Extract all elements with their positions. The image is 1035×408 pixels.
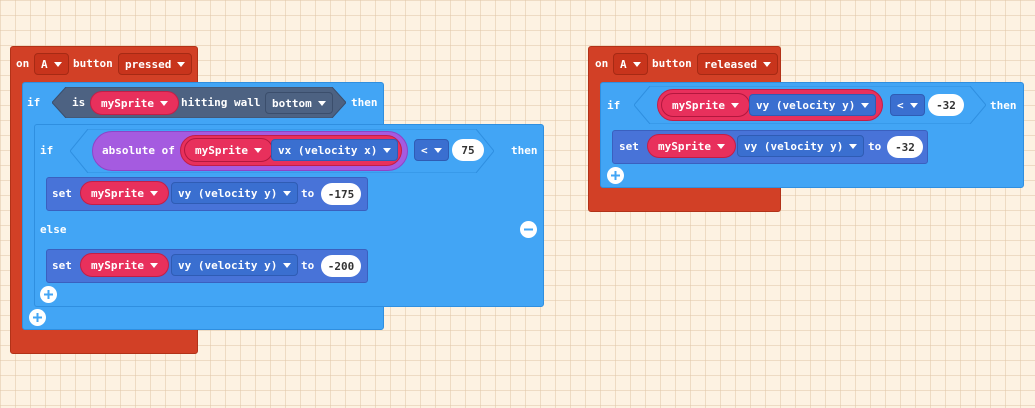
plus-icon[interactable] — [40, 286, 57, 303]
dropdown-caret-icon — [317, 100, 326, 106]
to-keyword: to — [868, 140, 882, 153]
to-keyword: to — [301, 187, 315, 200]
compare-value-input[interactable]: -32 — [928, 94, 964, 116]
event-action-value: pressed — [125, 57, 172, 71]
then-keyword-inner: then — [511, 144, 538, 157]
dropdown-caret-icon — [149, 262, 158, 268]
dropdown-caret-icon — [909, 102, 918, 108]
dropdown-caret-icon — [762, 61, 771, 67]
sprite-variable-pill[interactable]: mySprite — [80, 253, 169, 277]
velocity-property-value: vy (velocity y) — [178, 258, 278, 272]
plus-icon[interactable] — [607, 167, 624, 184]
event-action-value: released — [704, 57, 757, 71]
dropdown-caret-icon — [861, 102, 870, 108]
set-keyword: set — [52, 259, 72, 272]
set-keyword: set — [619, 140, 639, 153]
event-on-label: on — [16, 57, 30, 70]
velocity-property-value: vy (velocity y) — [756, 98, 856, 112]
if-keyword-outer: if — [27, 96, 41, 109]
event-button-label: button — [73, 57, 113, 70]
event-button-dropdown[interactable]: A — [34, 53, 69, 75]
sprite-name: mySprite — [672, 98, 725, 112]
velocity-property-value: vx (velocity x) — [278, 143, 378, 157]
dropdown-caret-icon — [283, 190, 292, 196]
dropdown-caret-icon — [149, 190, 158, 196]
dropdown-caret-icon — [177, 61, 186, 67]
dropdown-caret-icon — [632, 61, 641, 67]
minus-icon[interactable] — [520, 221, 537, 238]
dropdown-caret-icon — [159, 100, 168, 106]
sprite-variable-pill[interactable]: mySprite — [184, 138, 273, 162]
event-button-dropdown[interactable]: A — [613, 53, 648, 75]
set-value-input[interactable]: -175 — [321, 183, 361, 205]
event-button-label: button — [652, 57, 692, 70]
sprite-name: mySprite — [101, 96, 154, 110]
set-keyword: set — [52, 187, 72, 200]
is-keyword: is — [72, 96, 86, 109]
event-button-value: A — [41, 57, 48, 71]
then-keyword-right: then — [990, 99, 1017, 112]
comparison-operator-value: < — [421, 143, 428, 157]
absolute-of-label: absolute of — [102, 144, 175, 157]
sprite-variable-pill[interactable]: mySprite — [90, 91, 179, 115]
dropdown-caret-icon — [849, 143, 858, 149]
event-button-value: A — [620, 57, 627, 71]
dropdown-caret-icon — [716, 143, 725, 149]
velocity-property-dropdown[interactable]: vy (velocity y) — [171, 182, 299, 204]
compare-value-input[interactable]: 75 — [452, 139, 484, 161]
sprite-name: mySprite — [195, 143, 248, 157]
dropdown-caret-icon — [730, 102, 739, 108]
else-keyword: else — [40, 223, 67, 236]
hitting-wall-label: hitting wall — [181, 96, 261, 109]
if-keyword-right: if — [607, 99, 621, 112]
sprite-name: mySprite — [91, 186, 144, 200]
comparison-operator-dropdown[interactable]: < — [890, 94, 925, 116]
if-keyword-inner: if — [40, 144, 54, 157]
sprite-variable-pill[interactable]: mySprite — [80, 181, 169, 205]
sprite-variable-pill[interactable]: mySprite — [661, 93, 750, 117]
wall-direction-value: bottom — [272, 96, 312, 110]
plus-icon[interactable] — [29, 309, 46, 326]
velocity-property-dropdown[interactable]: vy (velocity y) — [171, 254, 299, 276]
set-value-input[interactable]: -32 — [887, 136, 923, 158]
to-keyword: to — [301, 259, 315, 272]
dropdown-caret-icon — [53, 61, 62, 67]
sprite-name: mySprite — [91, 258, 144, 272]
dropdown-caret-icon — [383, 147, 392, 153]
then-keyword-outer: then — [351, 96, 378, 109]
comparison-operator-value: < — [897, 98, 904, 112]
event-on-label: on — [595, 57, 609, 70]
dropdown-caret-icon — [253, 147, 262, 153]
velocity-property-dropdown[interactable]: vy (velocity y) — [749, 94, 877, 116]
event-action-dropdown[interactable]: pressed — [118, 53, 193, 75]
dropdown-caret-icon — [433, 147, 442, 153]
set-value-input[interactable]: -200 — [321, 255, 361, 277]
comparison-operator-dropdown[interactable]: < — [414, 139, 449, 161]
dropdown-caret-icon — [283, 262, 292, 268]
velocity-property-dropdown[interactable]: vx (velocity x) — [271, 139, 399, 161]
velocity-property-dropdown[interactable]: vy (velocity y) — [737, 135, 865, 157]
sprite-name: mySprite — [658, 139, 711, 153]
wall-direction-dropdown[interactable]: bottom — [265, 92, 333, 114]
velocity-property-value: vy (velocity y) — [178, 186, 278, 200]
event-action-dropdown[interactable]: released — [697, 53, 778, 75]
sprite-variable-pill[interactable]: mySprite — [647, 134, 736, 158]
velocity-property-value: vy (velocity y) — [744, 139, 844, 153]
